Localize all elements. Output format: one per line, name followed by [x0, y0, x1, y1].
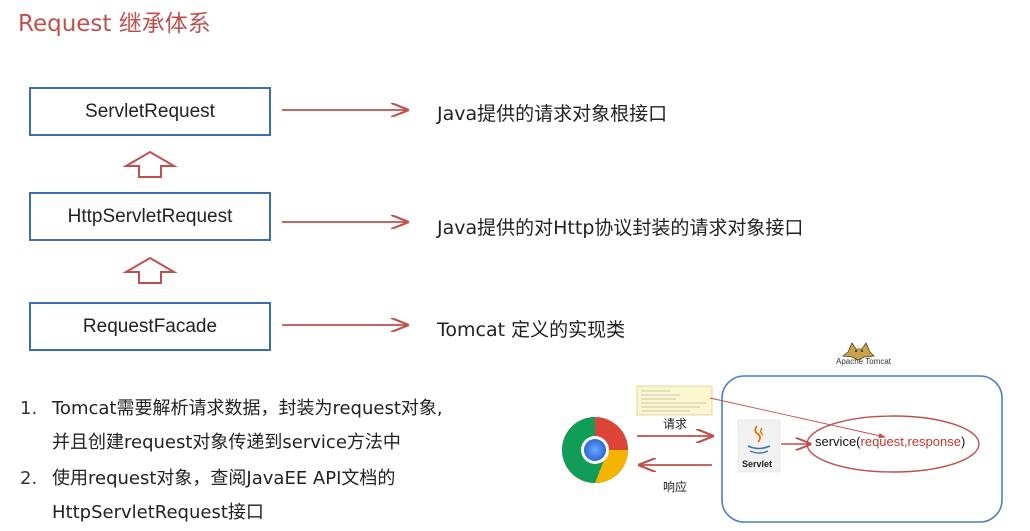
list-line: 使用request对象，查阅JavaEE API文档的: [52, 468, 396, 489]
list-line: HttpServletRequest接口: [52, 502, 264, 523]
inheritance-arrow-icon: [122, 150, 178, 178]
http-servlet-request-desc: Java提供的对Http协议封装的请求对象接口: [437, 217, 804, 239]
list-number: 2.: [20, 468, 38, 489]
request-label: 请求: [663, 417, 688, 431]
tomcat-icon: [841, 342, 875, 361]
tomcat-label: Apache Tomcat: [836, 357, 891, 366]
list-line: Tomcat需要解析请求数据，封装为request对象,: [52, 398, 443, 419]
service-ellipse: [806, 415, 980, 473]
notes-list: 1. Tomcat需要解析请求数据，封装为request对象, 并且创建requ…: [20, 392, 443, 530]
page-title: Request 继承体系: [18, 11, 211, 37]
servlet-label: Servlet: [742, 459, 773, 469]
response-label: 响应: [663, 480, 688, 494]
list-item: 2. 使用request对象，查阅JavaEE API文档的 HttpServl…: [20, 462, 443, 530]
service-suffix: ): [960, 434, 966, 449]
servlet-request-box: ServletRequest: [29, 87, 271, 136]
java-icon: [737, 419, 781, 473]
request-facade-desc: Tomcat 定义的实现类: [437, 319, 626, 341]
inheritance-arrow-icon: [122, 256, 178, 284]
list-number: 1.: [20, 398, 38, 419]
tomcat-container: [721, 375, 1003, 523]
servlet-request-desc: Java提供的请求对象根接口: [437, 103, 668, 125]
service-prefix: service(: [815, 434, 861, 449]
service-method-label: service(request,response): [815, 434, 965, 449]
http-servlet-request-box: HttpServletRequest: [29, 192, 271, 241]
http-request-note: [636, 385, 713, 416]
service-args: request,response: [860, 434, 961, 449]
request-facade-box: RequestFacade: [29, 302, 271, 351]
list-item: 1. Tomcat需要解析请求数据，封装为request对象, 并且创建requ…: [20, 392, 443, 460]
chrome-icon: [561, 417, 628, 484]
list-line: 并且创建request对象传递到service方法中: [52, 432, 401, 453]
